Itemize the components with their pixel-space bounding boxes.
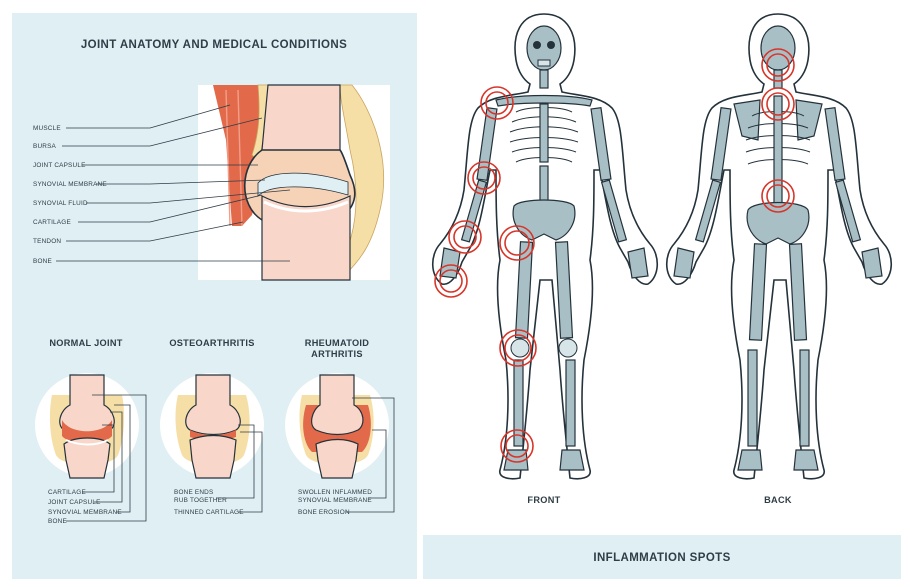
inflammation-ring-back-lower-spine bbox=[761, 179, 795, 213]
panel-title: JOINT ANATOMY AND MEDICAL CONDITIONS bbox=[81, 39, 347, 51]
inflammation-ring-front-hip bbox=[499, 225, 535, 261]
label-bursa: BURSA bbox=[33, 143, 57, 150]
label-bone-ends: BONE ENDS bbox=[174, 489, 213, 496]
anatomy-labels: MUSCLE BURSA JOINT CAPSULE SYNOVIAL MEMB… bbox=[33, 125, 107, 265]
label-joint-capsule: JOINT CAPSULE bbox=[33, 162, 86, 169]
label-normal-synovial-membrane: SYNOVIAL MEMBRANE bbox=[48, 509, 122, 516]
inflammation-spots bbox=[434, 48, 795, 463]
inflammation-ring-back-upper-spine bbox=[761, 87, 795, 121]
inflammation-ring-front-wrist bbox=[448, 220, 482, 254]
osteoarthritis-labels: BONE ENDS RUB TOGETHER THINNED CARTILAGE bbox=[174, 424, 263, 516]
label-synovial-fluid: SYNOVIAL FLUID bbox=[33, 200, 88, 207]
label-rheumatoid-synovial-membrane: SYNOVIAL MEMBRANE bbox=[298, 497, 372, 504]
inflammation-ring-front-ankle bbox=[500, 429, 534, 463]
condition-title-osteoarthritis: OSTEOARTHRITIS bbox=[169, 338, 254, 348]
front-figure bbox=[431, 13, 659, 480]
osteoarthritis-joint-diagram bbox=[160, 373, 264, 479]
label-rub-together: RUB TOGETHER bbox=[174, 497, 227, 504]
inflammation-ring-back-neck bbox=[761, 48, 795, 82]
inflammation-ring-front-knee bbox=[499, 329, 537, 367]
label-bone: BONE bbox=[33, 258, 52, 265]
rheumatoid-joint-diagram bbox=[285, 373, 389, 479]
back-label: BACK bbox=[764, 495, 792, 505]
skeleton-figures bbox=[431, 13, 893, 480]
label-bone-erosion: BONE EROSION bbox=[298, 509, 350, 516]
condition-title-normal: NORMAL JOINT bbox=[49, 338, 122, 348]
rheumatoid-labels: SWOLLEN INFLAMMED SYNOVIAL MEMBRANE BONE… bbox=[298, 397, 395, 516]
label-synovial-membrane: SYNOVIAL MEMBRANE bbox=[33, 181, 107, 188]
normal-joint-labels: CARTILAGE JOINT CAPSULE SYNOVIAL MEMBRAN… bbox=[48, 394, 147, 525]
anatomy-leader-lines bbox=[56, 104, 291, 262]
inflammation-ring-front-elbow bbox=[467, 161, 501, 195]
inflammation-ring-front-hand bbox=[434, 264, 468, 298]
label-normal-bone: BONE bbox=[48, 518, 67, 525]
label-muscle: MUSCLE bbox=[33, 125, 61, 132]
label-swollen-inflammed: SWOLLEN INFLAMMED bbox=[298, 489, 372, 496]
joint-cross-section bbox=[198, 84, 390, 281]
front-label: FRONT bbox=[527, 495, 560, 505]
condition-title-rheumatoid-2: ARTHRITIS bbox=[311, 349, 363, 359]
label-normal-cartilage: CARTILAGE bbox=[48, 489, 86, 496]
back-figure bbox=[665, 13, 893, 480]
condition-title-rheumatoid-1: RHEUMATOID bbox=[305, 338, 369, 348]
label-thinned-cartilage: THINNED CARTILAGE bbox=[174, 509, 244, 516]
banner-title: INFLAMMATION SPOTS bbox=[593, 552, 730, 564]
label-cartilage: CARTILAGE bbox=[33, 219, 71, 226]
label-tendon: TENDON bbox=[33, 238, 61, 245]
inflammation-ring-front-shoulder bbox=[480, 86, 514, 120]
normal-joint-diagram bbox=[35, 373, 139, 479]
label-normal-joint-capsule: JOINT CAPSULE bbox=[48, 499, 101, 506]
inflammation-banner bbox=[423, 535, 901, 579]
